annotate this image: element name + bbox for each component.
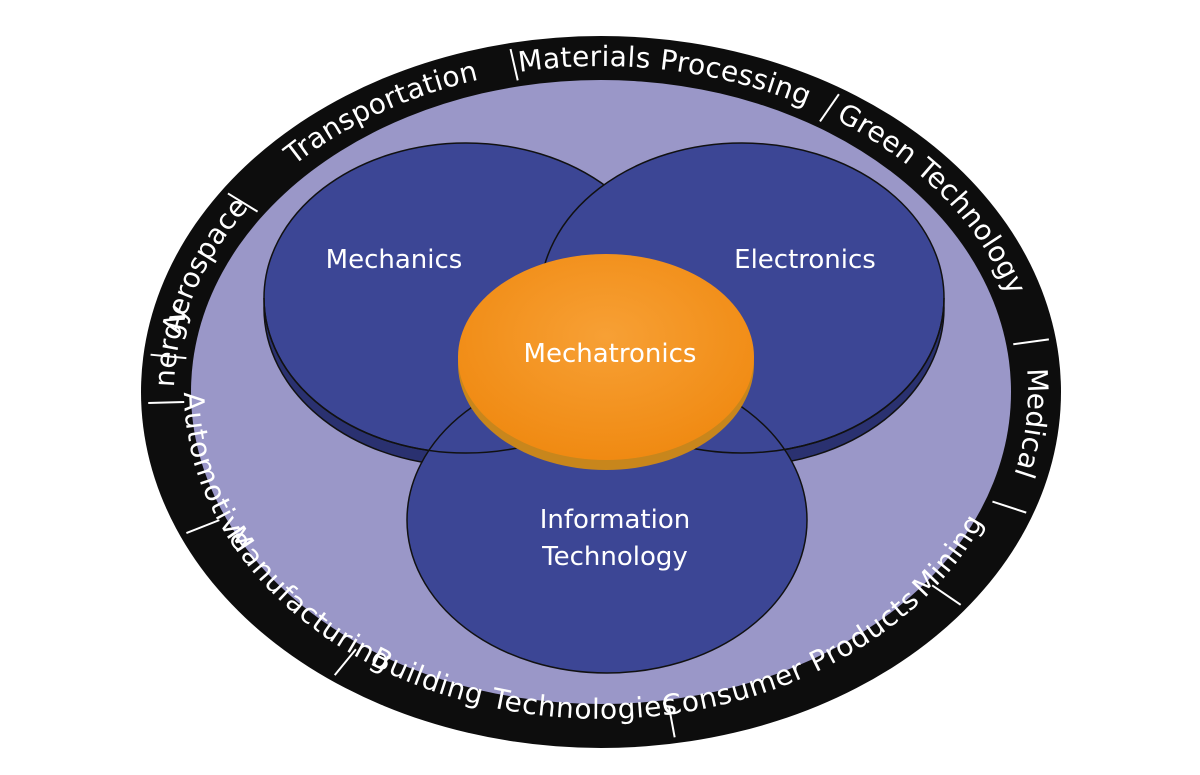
ring-separator bbox=[931, 584, 962, 606]
industry-label: Energy bbox=[0, 0, 195, 388]
ring-separator bbox=[1013, 338, 1049, 346]
ring-separator bbox=[186, 519, 220, 534]
ring-separator bbox=[227, 192, 259, 213]
ring-separator bbox=[667, 705, 676, 738]
ring-separator bbox=[150, 353, 187, 360]
information-technology-label-line2: Technology bbox=[541, 542, 688, 572]
information-technology-label-line1: Information bbox=[540, 505, 691, 535]
ring-separator bbox=[819, 93, 840, 122]
mechanics-label: Mechanics bbox=[326, 245, 463, 275]
ring-separator bbox=[509, 48, 519, 81]
electronics-label: Electronics bbox=[734, 245, 876, 275]
ring-separator bbox=[148, 400, 185, 404]
ring-separator bbox=[333, 648, 357, 676]
ring-separator bbox=[992, 500, 1027, 514]
mechatronics-center bbox=[458, 254, 754, 460]
mechatronics-label: Mechatronics bbox=[524, 339, 697, 369]
